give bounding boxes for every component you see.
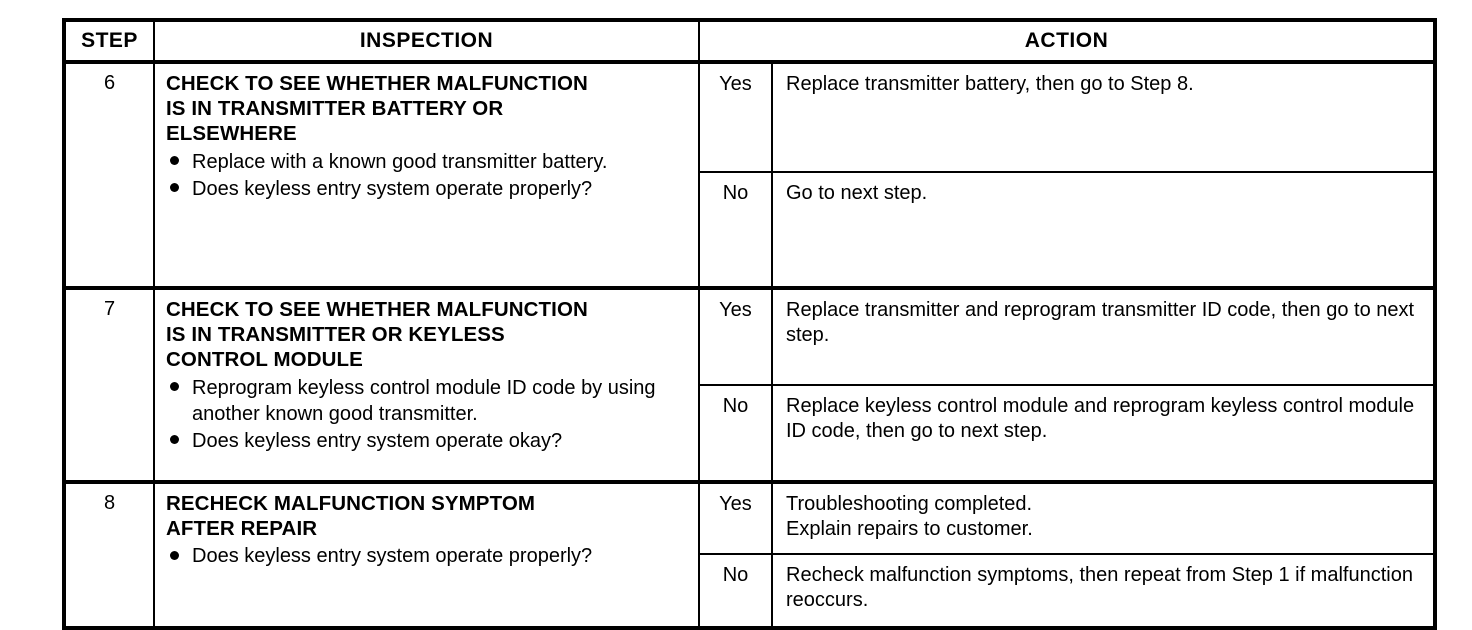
inspection-cell: CHECK TO SEE WHETHER MALFUNCTION IS IN T…: [154, 286, 700, 482]
action-line: Go to next step.: [786, 182, 928, 204]
column-header-step: STEP: [64, 20, 155, 64]
table-row: No Replace keyless control module and re…: [64, 384, 1435, 482]
answer-label-yes: Yes: [699, 286, 773, 385]
answer-label-no: No: [699, 553, 773, 628]
list-item: Does keyless entry system operate okay?: [166, 428, 690, 454]
action-line: Explain repairs to customer.: [786, 518, 1033, 541]
document-page: STEP INSPECTION ACTION 6 CHECK TO SEE WH…: [62, 18, 1437, 630]
list-item-label: Replace with a known good transmitter ba…: [192, 150, 608, 173]
column-header-action: ACTION: [699, 20, 1435, 64]
table-header-row: STEP INSPECTION ACTION: [64, 20, 1435, 64]
answer-label-yes: Yes: [699, 480, 773, 554]
bullet-icon: [170, 434, 179, 444]
action-line: Recheck malfunction symptoms, then repea…: [786, 564, 1413, 612]
inspection-title: CHECK TO SEE WHETHER MALFUNCTION IS IN T…: [166, 72, 588, 146]
action-line: Replace transmitter battery, then go to …: [786, 73, 1194, 95]
bullet-icon: [170, 182, 179, 192]
list-item: Reprogram keyless control module ID code…: [166, 375, 690, 427]
action-line: Replace keyless control module and repro…: [786, 395, 1415, 443]
bullet-icon: [170, 550, 179, 560]
table-row: 6 CHECK TO SEE WHETHER MALFUNCTION IS IN…: [64, 60, 1435, 288]
step-number: 7: [64, 286, 155, 482]
inspection-cell: CHECK TO SEE WHETHER MALFUNCTION IS IN T…: [154, 60, 700, 288]
troubleshooting-table: STEP INSPECTION ACTION 6 CHECK TO SEE WH…: [62, 18, 1437, 630]
inspection-title: RECHECK MALFUNCTION SYMPTOM AFTER REPAIR: [166, 492, 536, 541]
action-line: Troubleshooting completed.: [786, 493, 1033, 515]
answer-label-no: No: [699, 384, 773, 482]
table-row: No Go to next step.: [64, 171, 1435, 288]
table-row: 7 CHECK TO SEE WHETHER MALFUNCTION IS IN…: [64, 286, 1435, 482]
action-cell: Troubleshooting completed. Explain repai…: [772, 480, 1435, 554]
action-line: Replace transmitter and reprogram transm…: [786, 299, 1415, 347]
step-number: 8: [64, 480, 155, 628]
list-item-label: Does keyless entry system operate okay?: [192, 429, 563, 452]
inspection-cell: RECHECK MALFUNCTION SYMPTOM AFTER REPAIR…: [154, 480, 700, 628]
action-cell: Replace transmitter and reprogram transm…: [772, 286, 1435, 385]
answer-label-no: No: [699, 171, 773, 288]
action-cell: Replace keyless control module and repro…: [772, 384, 1435, 482]
action-cell: Recheck malfunction symptoms, then repea…: [772, 553, 1435, 628]
step-number: 6: [64, 60, 155, 288]
answer-label-yes: Yes: [699, 60, 773, 172]
list-item: Does keyless entry system operate proper…: [166, 543, 690, 569]
list-item-label: Reprogram keyless control module ID code…: [192, 376, 656, 425]
action-cell: Replace transmitter battery, then go to …: [772, 60, 1435, 172]
bullet-icon: [170, 381, 179, 391]
action-cell: Go to next step.: [772, 171, 1435, 288]
inspection-bullet-list: Reprogram keyless control module ID code…: [166, 375, 690, 454]
list-item: Replace with a known good transmitter ba…: [166, 149, 690, 175]
column-header-inspection: INSPECTION: [154, 20, 700, 64]
inspection-bullet-list: Does keyless entry system operate proper…: [166, 543, 690, 569]
bullet-icon: [170, 155, 179, 165]
inspection-title: CHECK TO SEE WHETHER MALFUNCTION IS IN T…: [166, 298, 588, 372]
list-item-label: Does keyless entry system operate proper…: [192, 177, 593, 200]
table-row: 8 RECHECK MALFUNCTION SYMPTOM AFTER REPA…: [64, 480, 1435, 628]
list-item-label: Does keyless entry system operate proper…: [192, 545, 593, 568]
inspection-bullet-list: Replace with a known good transmitter ba…: [166, 149, 690, 202]
list-item: Does keyless entry system operate proper…: [166, 176, 690, 202]
